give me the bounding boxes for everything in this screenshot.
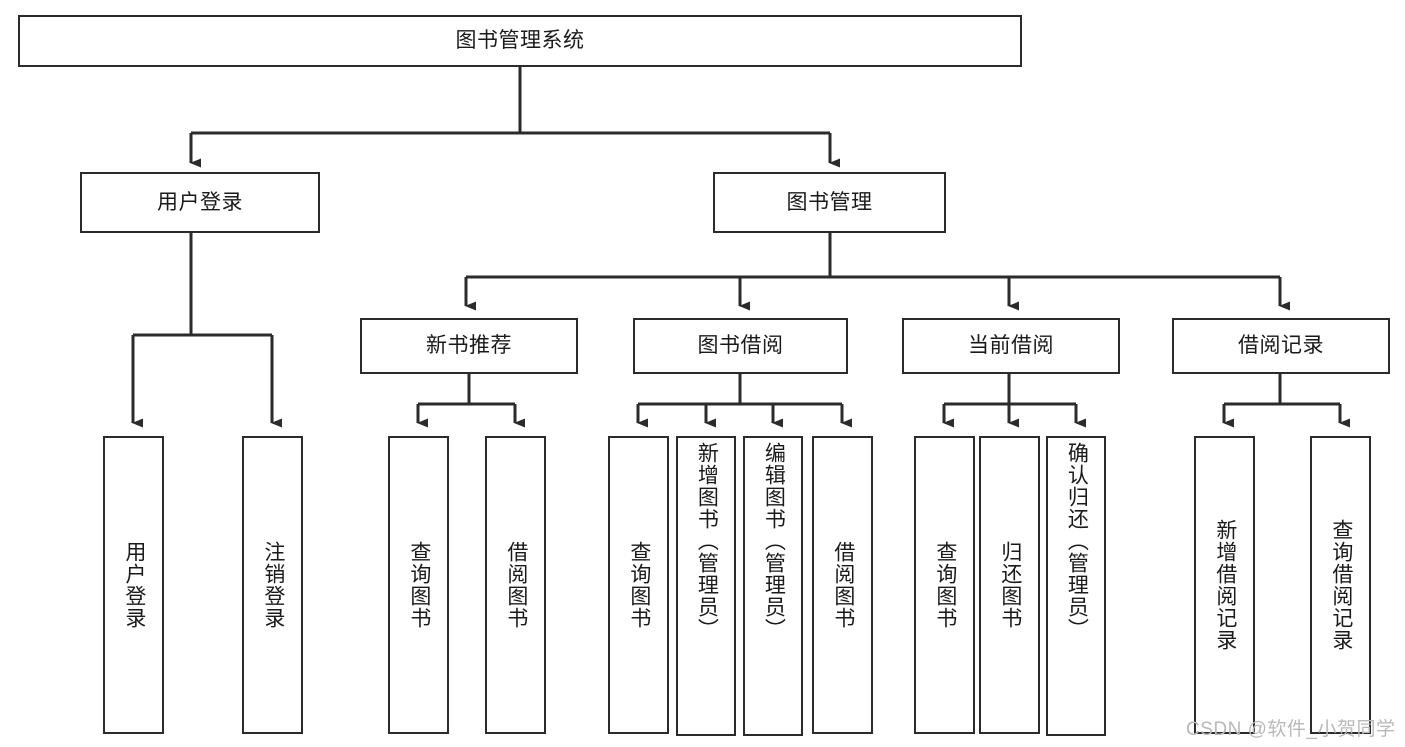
node-leaf-borrow-book-2-label: 借阅图书	[831, 541, 855, 629]
node-leaf-add-book[interactable]: 新增图书（管理员）	[676, 436, 736, 736]
node-current-borrow-label: 当前借阅	[968, 334, 1054, 358]
node-user-login-label: 用户登录	[157, 190, 243, 214]
node-root-label: 图书管理系统	[455, 29, 585, 53]
node-leaf-return-book[interactable]: 归还图书	[979, 436, 1040, 734]
node-leaf-borrow-book-1[interactable]: 借阅图书	[485, 436, 546, 734]
node-leaf-query-record[interactable]: 查询借阅记录	[1310, 436, 1371, 734]
node-user-login[interactable]: 用户登录	[80, 172, 320, 233]
node-leaf-add-record[interactable]: 新增借阅记录	[1194, 436, 1255, 734]
node-root[interactable]: 图书管理系统	[18, 15, 1022, 67]
node-leaf-return-book-label: 归还图书	[998, 541, 1022, 629]
node-leaf-query-record-label: 查询借阅记录	[1329, 519, 1353, 651]
node-book-borrow[interactable]: 图书借阅	[633, 318, 848, 374]
node-leaf-logout[interactable]: 注销登录	[242, 436, 303, 734]
node-borrow-record-label: 借阅记录	[1238, 334, 1324, 358]
node-leaf-logout-label: 注销登录	[261, 541, 285, 629]
csdn-watermark: CSDN @软件_小贺同学	[1186, 719, 1396, 740]
node-leaf-borrow-book-2[interactable]: 借阅图书	[812, 436, 873, 734]
node-leaf-query-book-2[interactable]: 查询图书	[608, 436, 669, 734]
node-book-manage-label: 图书管理	[786, 190, 873, 214]
node-new-book-rec[interactable]: 新书推荐	[360, 318, 578, 374]
node-new-book-rec-label: 新书推荐	[426, 334, 512, 358]
node-borrow-record[interactable]: 借阅记录	[1172, 318, 1390, 374]
node-leaf-query-book-3[interactable]: 查询图书	[914, 436, 975, 734]
node-leaf-borrow-book-1-label: 借阅图书	[504, 541, 528, 629]
node-leaf-query-book-3-label: 查询图书	[933, 541, 957, 629]
node-leaf-query-book-2-label: 查询图书	[627, 541, 651, 629]
node-leaf-user-login[interactable]: 用户登录	[103, 436, 164, 734]
node-leaf-add-book-label: 新增图书（管理员）	[695, 442, 719, 640]
node-leaf-add-record-label: 新增借阅记录	[1213, 519, 1237, 651]
node-book-manage[interactable]: 图书管理	[713, 172, 946, 233]
node-current-borrow[interactable]: 当前借阅	[902, 318, 1120, 374]
node-leaf-edit-book-label: 编辑图书（管理员）	[762, 442, 786, 640]
node-leaf-query-book-1-label: 查询图书	[407, 541, 431, 629]
node-leaf-confirm-return-label: 确认归还（管理员）	[1065, 442, 1089, 640]
node-leaf-query-book-1[interactable]: 查询图书	[388, 436, 449, 734]
node-leaf-confirm-return[interactable]: 确认归还（管理员）	[1046, 436, 1106, 736]
node-leaf-edit-book[interactable]: 编辑图书（管理员）	[743, 436, 803, 736]
node-leaf-user-login-label: 用户登录	[122, 541, 146, 629]
node-book-borrow-label: 图书借阅	[697, 334, 784, 358]
